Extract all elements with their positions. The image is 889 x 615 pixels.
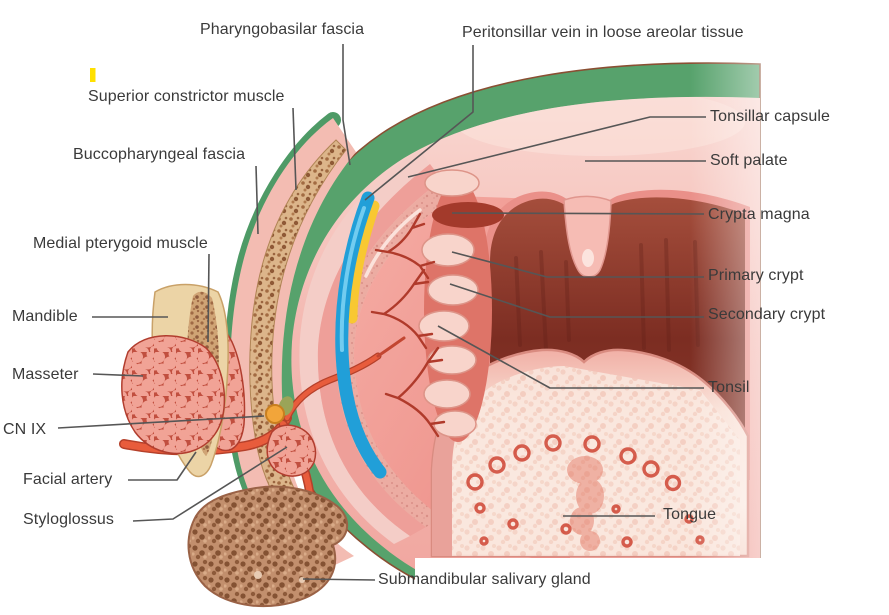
leader-cn-ix [57,415,265,429]
tonsillar-capsule-rim [364,208,422,278]
leader-crypta-magna [451,212,705,215]
tonsillar-vessels [370,212,446,438]
gland-highlight [254,571,262,579]
leader-tonsillar-capsule [407,116,706,178]
label-masseter: Masseter [12,366,79,383]
leader-peritonsillar-vein [364,45,474,201]
label-peritonsillar-vein: Peritonsillar vein in loose areolar tiss… [462,24,744,41]
mucosa-band-pale [299,150,430,544]
label-tonsil: Tonsil [708,379,750,396]
leader-superior-constrictor [292,107,297,191]
label-pharyngobasilar-fascia: Pharyngobasilar fascia [200,21,365,38]
cn-ix-nerve [265,404,285,424]
label-crypta-magna: Crypta magna [708,206,810,223]
label-mandible: Mandible [12,308,78,325]
leader-masseter [92,373,144,377]
styloglossus-muscle [266,424,317,477]
tongue-median-streak [567,456,604,551]
label-cn-ix: CN IX [3,421,47,438]
label-medial-pterygoid: Medial pterygoid muscle [33,235,208,252]
leader-buccopharyngeal-fascia [255,165,259,235]
gland-highlight-2 [299,577,305,583]
leader-medial-pterygoid [207,253,210,343]
label-styloglossus: Styloglossus [23,511,115,528]
label-tongue: Tongue [663,506,717,523]
label-soft-palate: Soft palate [710,152,788,169]
uvula-highlight [582,249,594,267]
vein-highlight [339,206,366,352]
label-primary-crypt: Primary crypt [708,267,804,284]
leader-pharyngobasilar-fascia [342,44,351,166]
label-secondary-crypt: Secondary crypt [708,306,826,323]
tonsil-lobules [418,169,504,442]
highlight-artifact [90,68,96,82]
masticator-group [121,283,246,478]
label-buccopharyngeal-fascia: Buccopharyngeal fascia [73,146,246,163]
submandibular-gland-body [187,485,348,608]
pharyngeal-arch [270,62,761,615]
right-fade [690,0,889,615]
label-facial-artery: Facial artery [23,471,113,488]
leader-facial-artery [128,451,197,481]
leader-lines [57,44,706,581]
masseter-muscle [121,335,226,455]
tongue-texture [452,366,740,556]
label-superior-constrictor: Superior constrictor muscle [88,88,285,105]
leader-primary-crypt [451,251,704,278]
leader-secondary-crypt [449,283,704,318]
label-tonsillar-capsule: Tonsillar capsule [710,108,830,125]
crypta-magna-slit [432,202,504,228]
leader-submandibular [302,578,376,581]
fat-strip [346,200,380,324]
uvula [563,195,612,278]
leader-tonsil [437,325,704,389]
leader-styloglossus [132,446,288,522]
label-submandibular-gland: Submandibular salivary gland [378,571,591,588]
